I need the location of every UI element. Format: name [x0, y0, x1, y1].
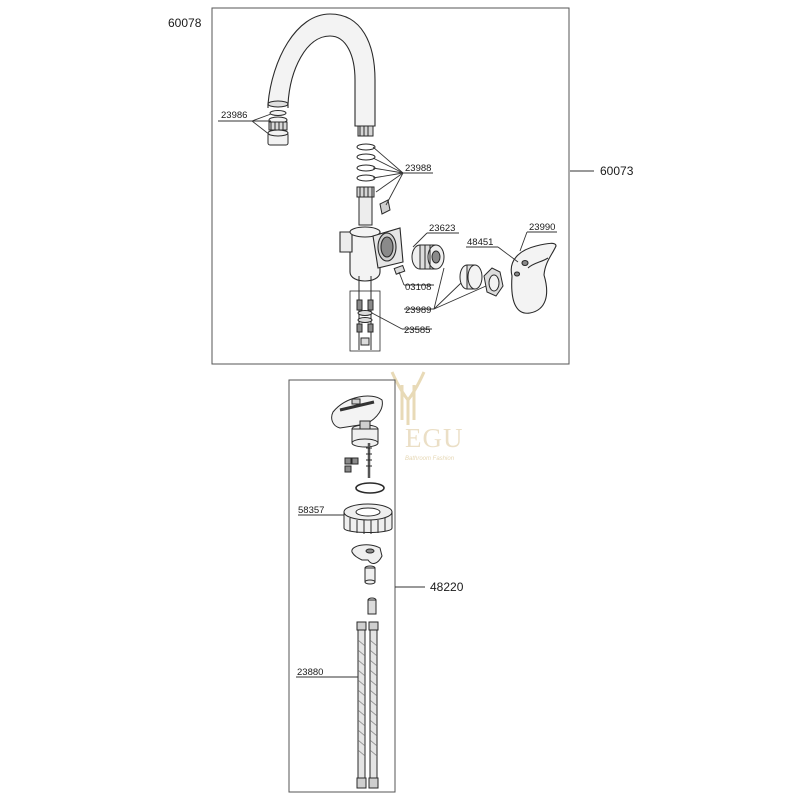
spout	[267, 13, 376, 127]
label-48451: 48451	[467, 237, 493, 248]
label-60078: 60078	[168, 16, 202, 30]
label-23585: 23585	[404, 325, 430, 336]
watermark-text: EGU	[405, 423, 464, 453]
label-23989: 23989	[405, 305, 431, 316]
cartridge	[411, 244, 445, 270]
grub-screw	[393, 264, 406, 275]
top-frame	[211, 7, 570, 365]
watermark-subtitle: Bathroom Fashion	[405, 456, 455, 462]
lever-cap	[331, 395, 383, 429]
label-48220: 48220	[430, 580, 464, 594]
cartridge-nuts	[459, 264, 504, 297]
label-23986: 23986	[221, 110, 247, 121]
label-03108: 03108	[405, 282, 431, 293]
flex-hoses	[356, 621, 379, 789]
spacer-ring	[343, 503, 393, 534]
label-23990: 23990	[529, 222, 555, 233]
cartridge-stem	[344, 420, 379, 478]
label-58357: 58357	[298, 505, 324, 516]
faucet-body	[339, 226, 404, 282]
o-ring	[355, 482, 385, 494]
lever-handle	[510, 242, 557, 314]
mounting-kit	[349, 276, 381, 352]
clamp-plate	[351, 544, 383, 564]
aerator-assembly	[267, 110, 289, 146]
watermark: EGU Bathroom Fashion	[390, 371, 464, 462]
watermark-logo-icon	[390, 371, 426, 425]
bottom-frame	[288, 379, 396, 793]
top-leader-lines	[218, 113, 594, 330]
label-23880: 23880	[297, 667, 323, 678]
label-23623: 23623	[429, 223, 455, 234]
spacer-tubes	[364, 565, 377, 615]
o-ring-stack	[356, 125, 391, 226]
label-60073: 60073	[600, 164, 634, 178]
bottom-leader-lines	[296, 514, 425, 678]
label-23988: 23988	[405, 163, 431, 174]
